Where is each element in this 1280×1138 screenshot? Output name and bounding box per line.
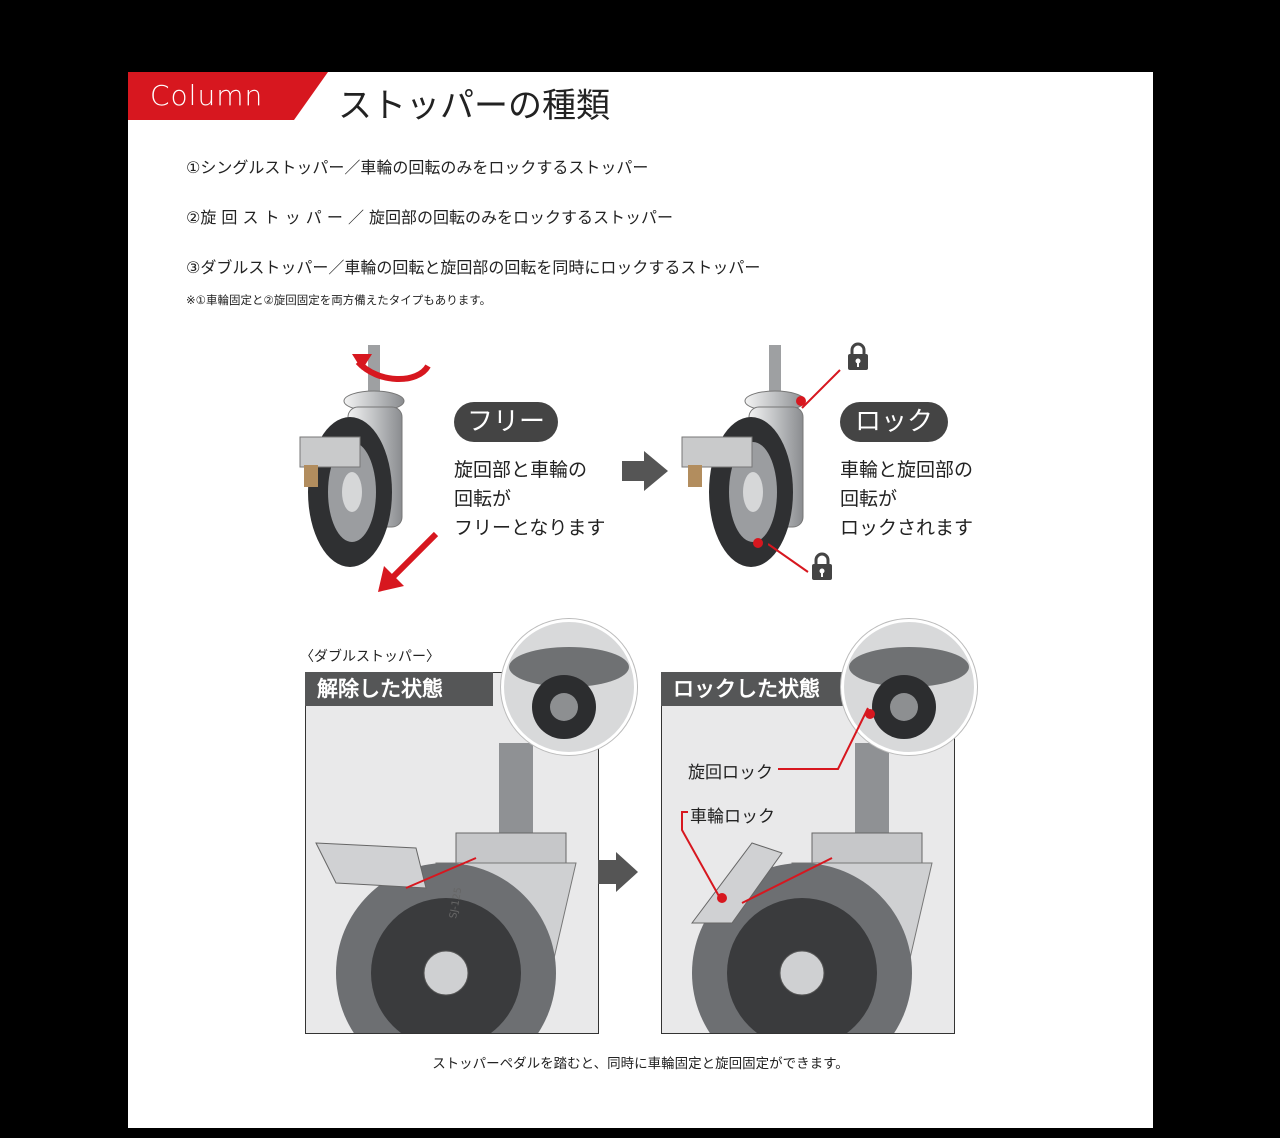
locked-detail-image: [849, 647, 969, 739]
free-description: 旋回部と車輪の 回転が フリーとなります: [454, 456, 605, 543]
free-desc-line: 旋回部と車輪の: [454, 459, 588, 481]
tag-shape: [128, 72, 328, 120]
column-panel: Column ストッパーの種類 ①シングルストッパー／車輪の回転のみをロックする…: [128, 72, 1153, 1128]
type-single: ①シングルストッパー／車輪の回転のみをロックするストッパー: [186, 158, 649, 177]
locked-caster-photo: [691, 743, 933, 1033]
lock-line-bottom: [768, 543, 809, 573]
free-desc-line: フリーとなります: [454, 517, 606, 539]
lock-description: 車輪と旋回部の 回転が ロックされます: [840, 456, 973, 543]
stopper-type-list: ①シングルストッパー／車輪の回転のみをロックするストッパー ②旋 回 ス ト ッ…: [186, 160, 760, 310]
free-pill: フリー: [454, 402, 558, 442]
rotate-arrow-icon: [352, 354, 431, 382]
lock-icon: [848, 342, 868, 370]
column-tag: Column: [128, 72, 328, 120]
lock-icon: [812, 552, 832, 580]
right-arrow-icon: [598, 852, 638, 892]
free-desc-line: 回転が: [454, 488, 512, 510]
lock-line-top: [801, 369, 841, 409]
bottom-caption: ストッパーペダルを踏むと、同時に車輪固定と旋回固定ができます。: [432, 1056, 849, 1072]
locked-header: ロックした状態: [661, 672, 849, 706]
lock-desc-line: 回転が: [840, 488, 898, 510]
lock-pill: ロック: [840, 402, 948, 442]
page-title: ストッパーの種類: [338, 86, 610, 126]
released-detail-zoom: [501, 619, 637, 755]
caster-lock-illustration: [681, 345, 806, 567]
double-stopper-subtitle: 〈ダブルストッパー〉: [300, 649, 440, 665]
column-tag-label: Column: [150, 79, 264, 112]
released-caster-photo: SJ-125: [315, 743, 577, 1033]
locked-detail-zoom: [841, 619, 977, 755]
wheel-lock-label: 車輪ロック: [690, 807, 775, 827]
move-arrow-icon: [378, 531, 439, 592]
released-detail-image: [509, 647, 629, 739]
type-double: ③ダブルストッパー／車輪の回転と旋回部の回転を同時にロックするストッパー: [186, 258, 761, 277]
swivel-lock-line: [778, 707, 869, 770]
lock-desc-line: 車輪と旋回部の: [840, 459, 974, 481]
released-header: 解除した状態: [305, 672, 493, 706]
swivel-lock-label: 旋回ロック: [688, 763, 773, 783]
wheel-lock-line: [681, 811, 721, 899]
model-mark: SJ-125: [448, 886, 464, 919]
footnote: ※①車輪固定と②旋回固定を両方備えたタイプもあります。: [186, 293, 492, 307]
caster-free-illustration: [299, 345, 405, 567]
type-swivel: ②旋 回 ス ト ッ パ ー ／ 旋回部の回転のみをロックするストッパー: [186, 208, 674, 227]
right-arrow-icon: [622, 451, 668, 491]
lock-desc-line: ロックされます: [840, 517, 974, 539]
